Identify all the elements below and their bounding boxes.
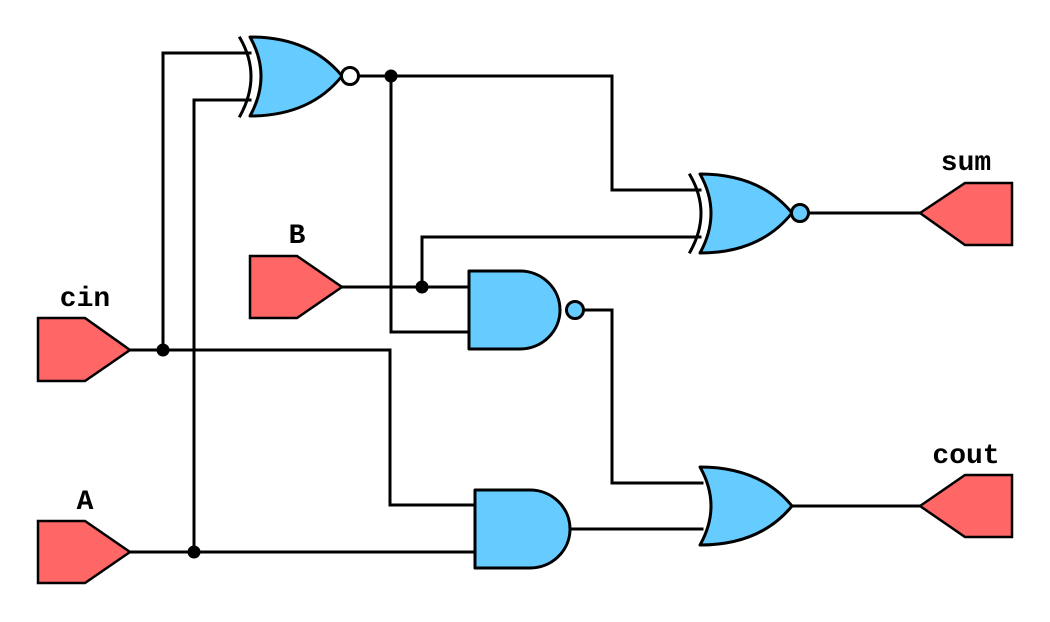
wire-cin-to-xnor1 <box>161 51 252 352</box>
junctions <box>156 69 429 559</box>
wire-xnor1-to-nand <box>389 74 471 334</box>
xnor-gate-1[interactable] <box>237 35 360 119</box>
input-port-b[interactable]: B <box>248 221 345 320</box>
and-gate[interactable] <box>473 488 572 570</box>
junction-dot <box>384 69 398 83</box>
wire-nand-out <box>582 308 704 485</box>
port-label-b: B <box>289 221 306 252</box>
nand-gate[interactable] <box>467 269 585 351</box>
wire-xnor1-out <box>357 74 702 192</box>
input-port-cin[interactable]: cin <box>36 284 133 383</box>
xnor-gate-2[interactable] <box>687 172 810 255</box>
port-label-cout: cout <box>932 441 999 472</box>
junction-dot <box>156 343 170 357</box>
input-port-a[interactable]: A <box>36 487 133 585</box>
or-gate[interactable] <box>698 465 794 547</box>
port-label-a: A <box>77 487 94 518</box>
junction-dot <box>187 545 201 559</box>
wire-b-to-xnor2 <box>420 235 702 289</box>
output-port-cout[interactable]: cout <box>917 441 1014 539</box>
output-port-sum[interactable]: sum <box>917 148 1014 247</box>
wire-a-to-xnor1 <box>192 98 252 554</box>
junction-dot <box>415 280 429 294</box>
port-label-cin: cin <box>60 284 110 315</box>
port-label-sum: sum <box>941 148 991 179</box>
wire-cin <box>128 348 477 507</box>
